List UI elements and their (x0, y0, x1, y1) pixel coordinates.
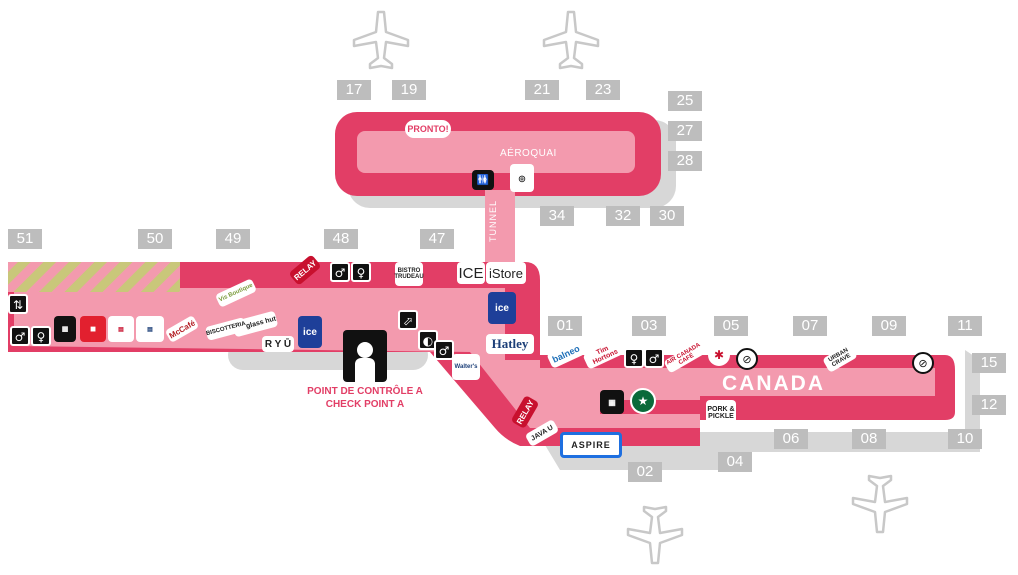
no-entry-icon: ⊘ (736, 348, 758, 370)
family-restroom-icon: ♀ (31, 326, 51, 346)
gate-01[interactable]: 01 (548, 316, 582, 336)
nursery-icon: ◐ (418, 330, 438, 350)
restroom-icon-4: ♂ (644, 348, 664, 368)
gate-23[interactable]: 23 (586, 80, 620, 100)
gate-04[interactable]: 04 (718, 452, 752, 472)
gate-30[interactable]: 30 (650, 206, 684, 226)
vending-icon[interactable]: ▦ (54, 316, 76, 342)
gate-27[interactable]: 27 (668, 121, 702, 141)
pronto-logo[interactable]: PRONTO! (405, 120, 451, 138)
tunnel (485, 190, 515, 265)
shop-aeroquai-logo[interactable]: ◎ (510, 164, 534, 192)
gate-10[interactable]: 10 (948, 429, 982, 449)
gate-06[interactable]: 06 (774, 429, 808, 449)
shop-red-logo[interactable]: ■ (80, 316, 106, 342)
gate-51[interactable]: 51 (8, 229, 42, 249)
restroom-icon-aeroquai: 🚻 (472, 170, 494, 190)
gate-49[interactable]: 49 (216, 229, 250, 249)
tunnel-label: TUNNEL (488, 200, 498, 243)
gate-21[interactable]: 21 (525, 80, 559, 100)
restroom-icon: ♂ (10, 326, 30, 346)
gate-19[interactable]: 19 (392, 80, 426, 100)
ice-badge-2[interactable]: ice (298, 316, 322, 348)
gate-17[interactable]: 17 (337, 80, 371, 100)
gate-25[interactable]: 25 (668, 91, 702, 111)
aeroquai-label: AÉROQUAI (500, 148, 557, 159)
restroom-icon-2: ♂ (330, 262, 350, 282)
gate-50[interactable]: 50 (138, 229, 172, 249)
bistro-logo[interactable]: BISTRO TRUDEAU (394, 262, 424, 286)
walters-logo[interactable]: Walter's (452, 354, 480, 380)
gate-15[interactable]: 15 (972, 353, 1006, 373)
gate-48[interactable]: 48 (324, 229, 358, 249)
family-restroom-icon-2: ♀ (351, 262, 371, 282)
shop-blue-logo[interactable]: ▤ (136, 316, 164, 342)
gate-11[interactable]: 11 (948, 316, 982, 336)
airplane-icons (352, 10, 909, 565)
gate-47[interactable]: 47 (420, 229, 454, 249)
gate-07[interactable]: 07 (793, 316, 827, 336)
gate-28[interactable]: 28 (668, 151, 702, 171)
family-restroom-icon-3: ♀ (624, 348, 644, 368)
gate-32[interactable]: 32 (606, 206, 640, 226)
restroom-icon-3: ♂ (434, 340, 454, 360)
gate-09[interactable]: 09 (872, 316, 906, 336)
gate-05[interactable]: 05 (714, 316, 748, 336)
construction-zone (8, 262, 180, 292)
ice-badge-1[interactable]: ice (488, 292, 516, 324)
elevator-icon: ⇅ (8, 294, 28, 314)
istore-logo[interactable]: iStore (486, 262, 526, 284)
ice-logo[interactable]: ICE (457, 262, 485, 284)
gate-02[interactable]: 02 (628, 462, 662, 482)
checkpoint-label-en: CHECK POINT A (325, 399, 405, 410)
security-scanner-icon (343, 330, 387, 382)
pork-pickle-logo[interactable]: PORK & PICKLE (706, 400, 736, 426)
maple-leaf-icon: ✱ (708, 344, 730, 366)
starbucks-logo[interactable]: ★ (630, 388, 656, 414)
hatley-logo[interactable]: Hatley (486, 334, 534, 354)
gate-12[interactable]: 12 (972, 395, 1006, 415)
shop-yellow-logo[interactable]: ▤ (108, 316, 134, 342)
aspire-lounge-logo[interactable]: ASPIRE (560, 432, 622, 458)
checkpoint-label-fr: POINT DE CONTRÔLE A (307, 386, 423, 397)
no-entry-icon-2: ⊘ (912, 352, 934, 374)
stairs-icon: ⬀ (398, 310, 418, 330)
gate-34[interactable]: 34 (540, 206, 574, 226)
canada-label: CANADA (722, 372, 825, 395)
gate-03[interactable]: 03 (632, 316, 666, 336)
ryu-logo[interactable]: R Y Ū (262, 336, 294, 352)
gate-08[interactable]: 08 (852, 429, 886, 449)
vending-icon-2[interactable]: ▦ (600, 390, 624, 414)
aeroquai-walkway (357, 131, 635, 173)
